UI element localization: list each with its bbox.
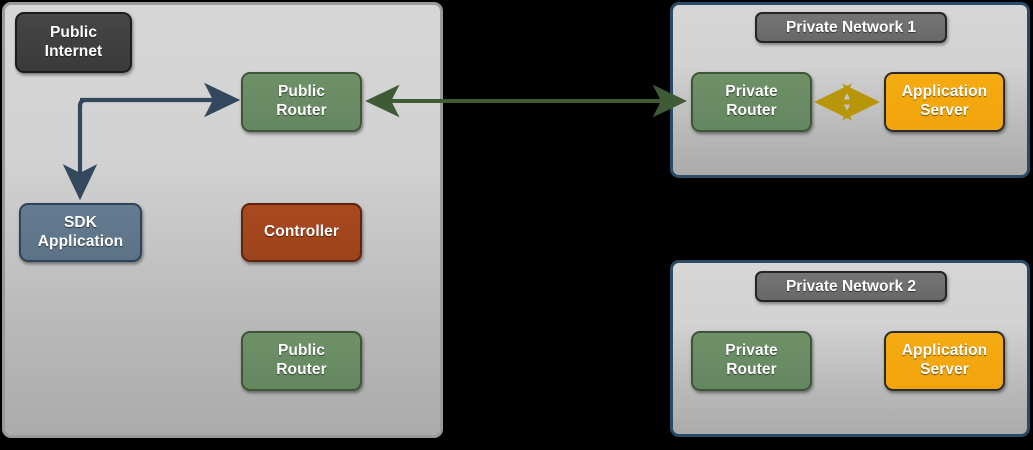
- badge-private-network-2-label: Private Network 2: [785, 277, 917, 295]
- badge-private-network-2: Private Network 2: [755, 271, 947, 302]
- node-controller[interactable]: Controller: [241, 203, 362, 262]
- badge-private-network-1: Private Network 1: [755, 12, 947, 43]
- node-controller-label: Controller: [263, 223, 340, 241]
- badge-private-network-1-label: Private Network 1: [785, 18, 917, 36]
